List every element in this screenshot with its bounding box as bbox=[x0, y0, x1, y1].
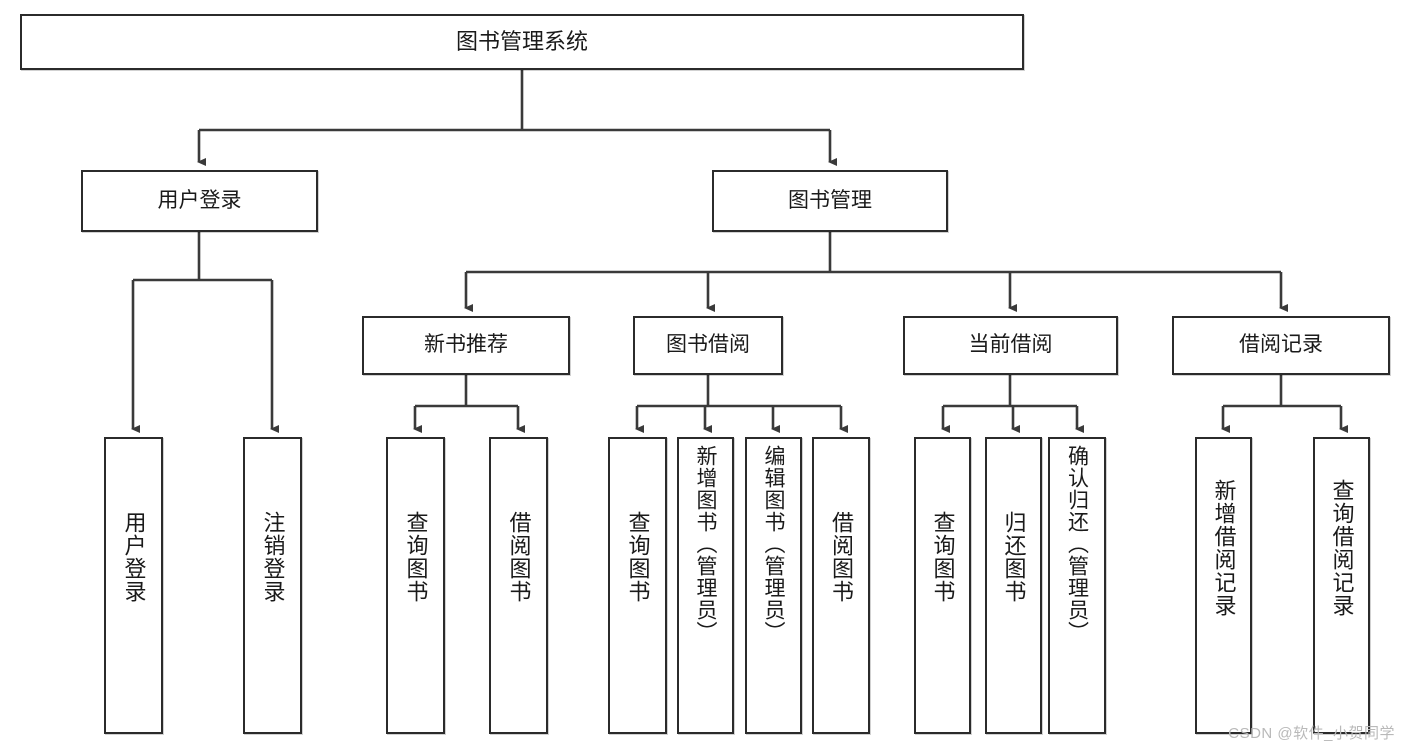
node-current-borrow-label: 当前借阅 bbox=[968, 333, 1053, 357]
node-current-borrow[interactable]: 当前借阅 bbox=[903, 316, 1118, 375]
leaf-query-book-2[interactable]: 查询图书 bbox=[608, 437, 667, 734]
leaf-query-book-3-label: 查询图书 bbox=[930, 511, 956, 603]
leaf-add-book-label: 新增图书（管理员） bbox=[694, 445, 717, 643]
node-root-label: 图书管理系统 bbox=[455, 29, 588, 55]
node-book-borrow[interactable]: 图书借阅 bbox=[633, 316, 783, 375]
leaf-user-login[interactable]: 用户登录 bbox=[104, 437, 163, 734]
leaf-borrow-book-2[interactable]: 借阅图书 bbox=[812, 437, 870, 734]
leaf-return-book[interactable]: 归还图书 bbox=[985, 437, 1042, 734]
leaf-edit-book[interactable]: 编辑图书（管理员） bbox=[745, 437, 802, 734]
leaf-query-book-1[interactable]: 查询图书 bbox=[386, 437, 445, 734]
leaf-return-book-label: 归还图书 bbox=[1001, 511, 1027, 603]
leaf-query-book-1-label: 查询图书 bbox=[403, 511, 429, 603]
leaf-add-record[interactable]: 新增借阅记录 bbox=[1195, 437, 1252, 734]
leaf-borrow-book-1-label: 借阅图书 bbox=[506, 511, 532, 603]
leaf-add-record-label: 新增借阅记录 bbox=[1211, 479, 1237, 617]
node-book-manage-label: 图书管理 bbox=[788, 188, 872, 212]
leaf-query-record-label: 查询借阅记录 bbox=[1329, 479, 1355, 617]
leaf-confirm-return-label: 确认归还（管理员） bbox=[1065, 445, 1089, 643]
node-book-borrow-label: 图书借阅 bbox=[666, 333, 750, 357]
leaf-confirm-return[interactable]: 确认归还（管理员） bbox=[1048, 437, 1106, 734]
leaf-user-logout[interactable]: 注销登录 bbox=[243, 437, 302, 734]
node-root[interactable]: 图书管理系统 bbox=[20, 14, 1024, 70]
leaf-query-book-3[interactable]: 查询图书 bbox=[914, 437, 971, 734]
node-user-login-label: 用户登录 bbox=[157, 188, 242, 212]
node-book-manage[interactable]: 图书管理 bbox=[712, 170, 948, 232]
leaf-add-book[interactable]: 新增图书（管理员） bbox=[677, 437, 734, 734]
leaf-borrow-book-1[interactable]: 借阅图书 bbox=[489, 437, 548, 734]
leaf-query-book-2-label: 查询图书 bbox=[625, 511, 651, 603]
node-borrow-record-label: 借阅记录 bbox=[1239, 333, 1323, 357]
leaf-user-logout-label: 注销登录 bbox=[260, 511, 286, 603]
leaf-user-login-label: 用户登录 bbox=[121, 511, 147, 603]
node-user-login[interactable]: 用户登录 bbox=[81, 170, 318, 232]
leaf-edit-book-label: 编辑图书（管理员） bbox=[762, 445, 785, 643]
node-new-book-recommend[interactable]: 新书推荐 bbox=[362, 316, 570, 375]
leaf-query-record[interactable]: 查询借阅记录 bbox=[1313, 437, 1370, 734]
csdn-watermark: CSDN @软件_小贺同学 bbox=[1228, 725, 1395, 742]
leaf-borrow-book-2-label: 借阅图书 bbox=[829, 511, 854, 603]
node-borrow-record[interactable]: 借阅记录 bbox=[1172, 316, 1390, 375]
node-new-book-recommend-label: 新书推荐 bbox=[424, 333, 508, 357]
